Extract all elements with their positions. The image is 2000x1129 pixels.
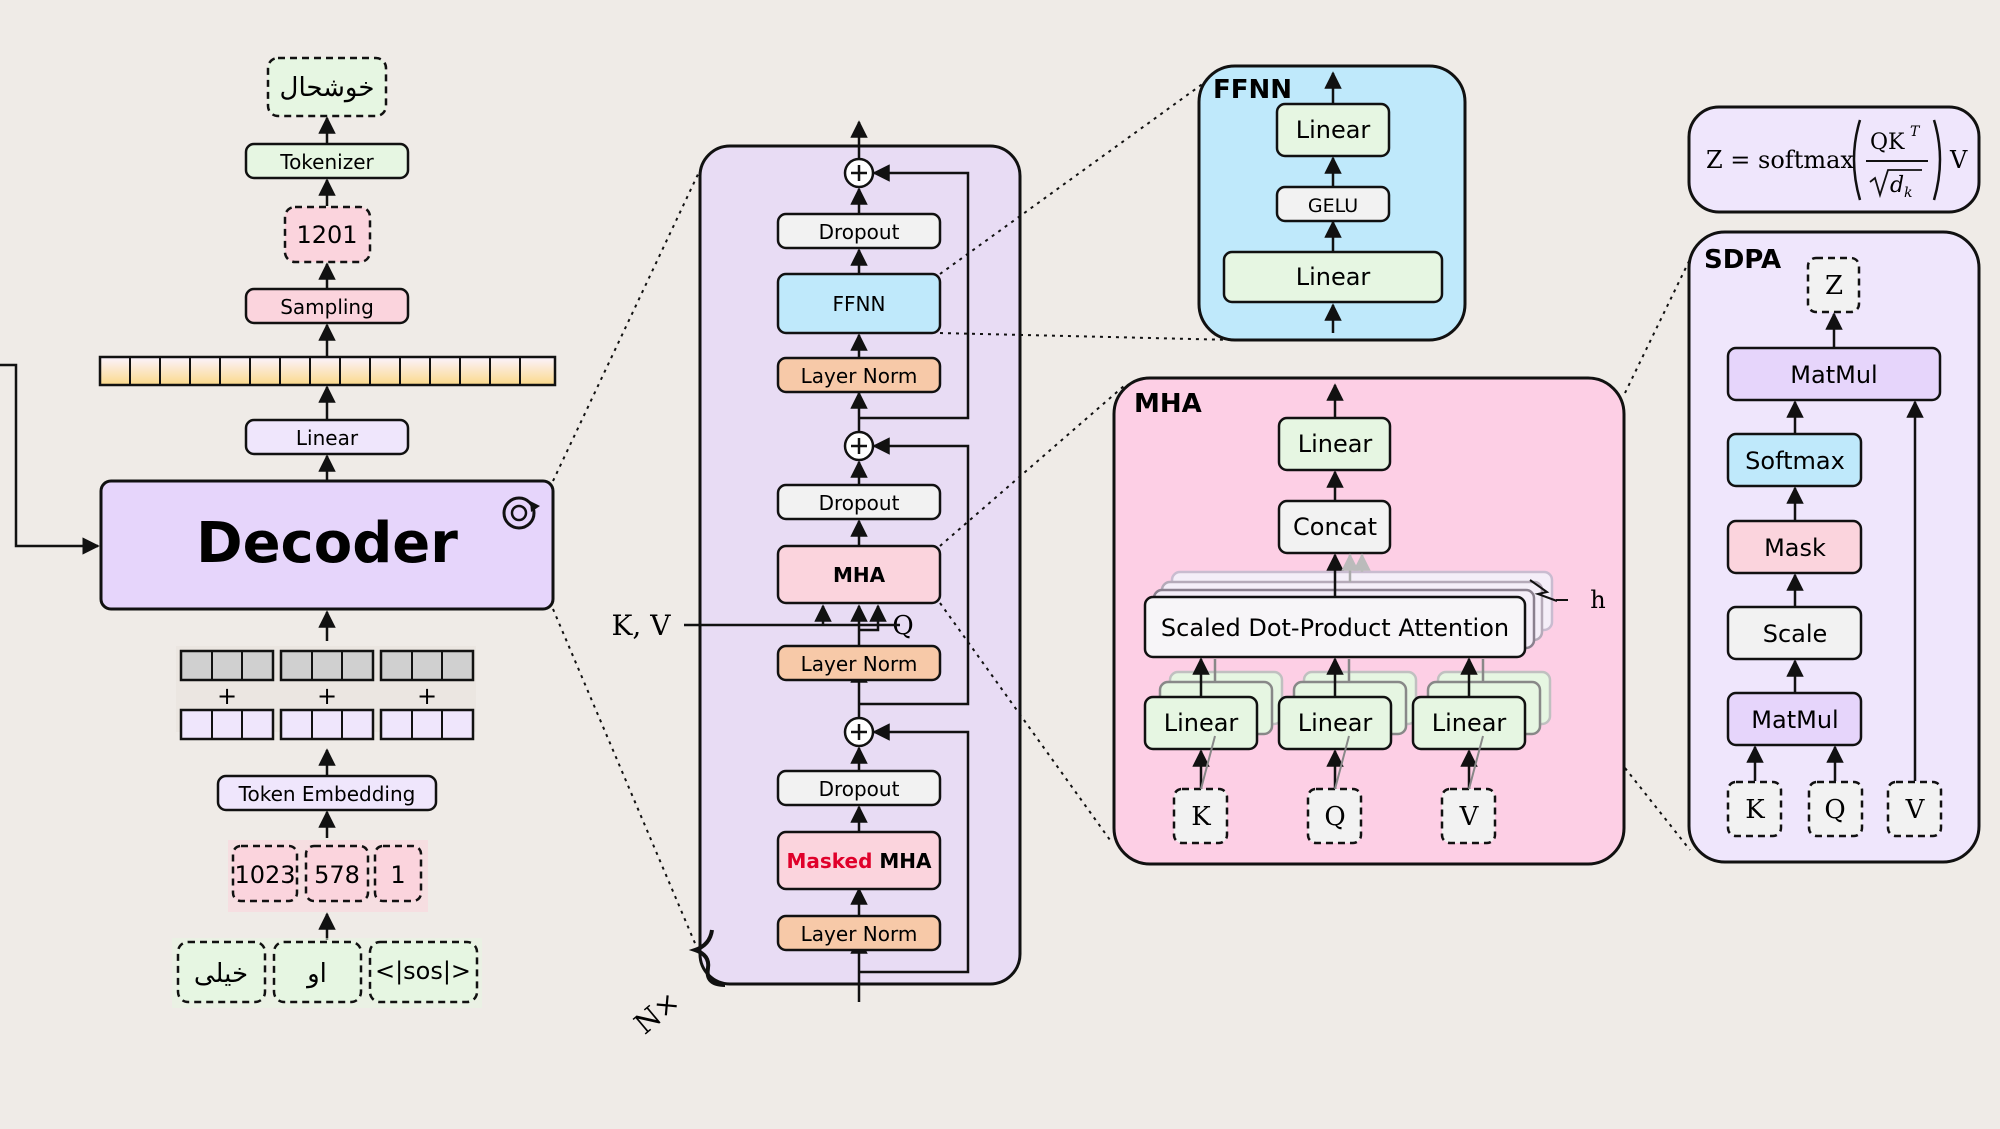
output-z-box <box>1806 256 1861 314</box>
tokenizer-label: Tokenizer <box>279 150 374 174</box>
input-id: 1 <box>390 861 405 889</box>
gelu-label: GELU <box>1308 195 1358 217</box>
input-id-box <box>304 844 370 903</box>
input-id: 1023 <box>234 861 295 889</box>
q-label: Q <box>892 611 913 641</box>
output-z-label: Z <box>1825 271 1843 301</box>
linear-box <box>1277 416 1392 472</box>
input-word-box <box>176 940 267 1004</box>
linear-label: Linear <box>1296 263 1371 291</box>
dropout-label: Dropout <box>819 491 900 515</box>
kv-label: K, V <box>612 609 672 642</box>
token-embedding-label: Token Embedding <box>238 782 416 806</box>
scale-box <box>1726 605 1863 661</box>
input-id: 578 <box>314 861 360 889</box>
linear-box <box>244 418 410 456</box>
input-word: خیلی <box>194 959 248 989</box>
input-word: <|sos|> <box>375 957 471 985</box>
token-id-box <box>283 205 372 264</box>
dropout-label: Dropout <box>819 220 900 244</box>
output-word: خوشحال <box>280 73 375 103</box>
linear-label: Linear <box>296 426 359 450</box>
left-pipeline: خوشحال Tokenizer 1201 Sampling <box>0 56 557 1008</box>
linear-label: Linear <box>1432 709 1507 737</box>
formula-rhs: V <box>1949 146 1968 174</box>
formula-lhs: Z = softmax <box>1706 146 1854 174</box>
concat-box <box>1277 499 1392 555</box>
input-q-label: Q <box>1324 802 1345 832</box>
layer-norm-label: Layer Norm <box>801 652 918 676</box>
sampling-box <box>244 287 410 325</box>
probability-vector <box>98 355 557 387</box>
input-k-label: K <box>1745 795 1765 825</box>
concat-label: Concat <box>1293 513 1377 541</box>
plus-sign: + <box>217 682 237 710</box>
tokenizer-box <box>244 142 410 180</box>
input-q-label: Q <box>1824 795 1845 825</box>
plus-sign: + <box>317 682 337 710</box>
input-word-box <box>368 940 479 1004</box>
sampling-label: Sampling <box>280 295 374 319</box>
token-embedding-box <box>216 774 438 812</box>
decoder-block: Layer Norm Masked MHA Dropout Layer Norm… <box>612 120 1022 1041</box>
sdpa-panel: SDPA Z MatMul Softmax Mask Scale MatMul … <box>1687 230 1981 864</box>
ffnn-label: FFNN <box>833 292 886 316</box>
attention-formula: Z = softmax QK T d k V <box>1687 105 1981 214</box>
input-k-box <box>1726 780 1783 838</box>
input-v-box <box>1886 780 1943 838</box>
masked-mha-label: Masked MHA <box>786 849 932 873</box>
ffnn-panel-title: FFNN <box>1213 75 1292 105</box>
softmax-label: Softmax <box>1745 447 1845 475</box>
mask-label: Mask <box>1764 534 1826 562</box>
input-word: او <box>305 959 327 989</box>
output-word-box <box>266 56 388 118</box>
token-id: 1201 <box>296 221 357 249</box>
mha-label: MHA <box>833 563 886 587</box>
matmul-box <box>1726 691 1863 747</box>
softmax-box <box>1726 432 1863 488</box>
repeat-label: N× <box>628 985 686 1041</box>
mha-panel: MHA Linear Concat Scaled Dot-Product Att… <box>1112 376 1626 866</box>
matmul-label: MatMul <box>1790 361 1877 389</box>
embedding-vectors <box>176 646 476 741</box>
heads-label: h <box>1590 586 1605 614</box>
input-id-box <box>373 844 423 903</box>
loop-icon <box>502 496 540 530</box>
mask-box <box>1726 519 1863 575</box>
input-v-label: V <box>1905 795 1926 825</box>
matmul-label: MatMul <box>1751 706 1838 734</box>
input-word-box <box>272 940 363 1004</box>
formula-numerator: QK <box>1870 130 1905 155</box>
input-k-label: K <box>1191 802 1211 832</box>
linear-label: Linear <box>1164 709 1239 737</box>
plus-sign: + <box>417 682 437 710</box>
ffnn-panel: FFNN Linear GELU Linear <box>1197 64 1467 342</box>
sdpa-label: Scaled Dot-Product Attention <box>1161 614 1509 642</box>
decoder-label: Decoder <box>196 511 458 576</box>
input-id-box <box>231 844 299 903</box>
decoder-box <box>99 479 555 611</box>
linear-label: Linear <box>1296 116 1371 144</box>
input-q-box <box>1807 780 1864 838</box>
linear-label: Linear <box>1298 430 1373 458</box>
sdpa-panel-title: SDPA <box>1704 245 1781 275</box>
formula-denominator: d <box>1890 173 1904 198</box>
matmul-box <box>1726 346 1942 402</box>
feedback-arrow <box>0 363 100 555</box>
layer-norm-label: Layer Norm <box>801 364 918 388</box>
layer-norm-label: Layer Norm <box>801 922 918 946</box>
linear-label: Linear <box>1298 709 1373 737</box>
formula-superscript: T <box>1910 124 1921 140</box>
input-v-label: V <box>1459 802 1480 832</box>
mha-panel-title: MHA <box>1134 389 1202 419</box>
dropout-label: Dropout <box>819 777 900 801</box>
formula-subscript: k <box>1904 185 1912 201</box>
scale-label: Scale <box>1763 620 1828 648</box>
repeat-brace-icon <box>688 929 726 987</box>
